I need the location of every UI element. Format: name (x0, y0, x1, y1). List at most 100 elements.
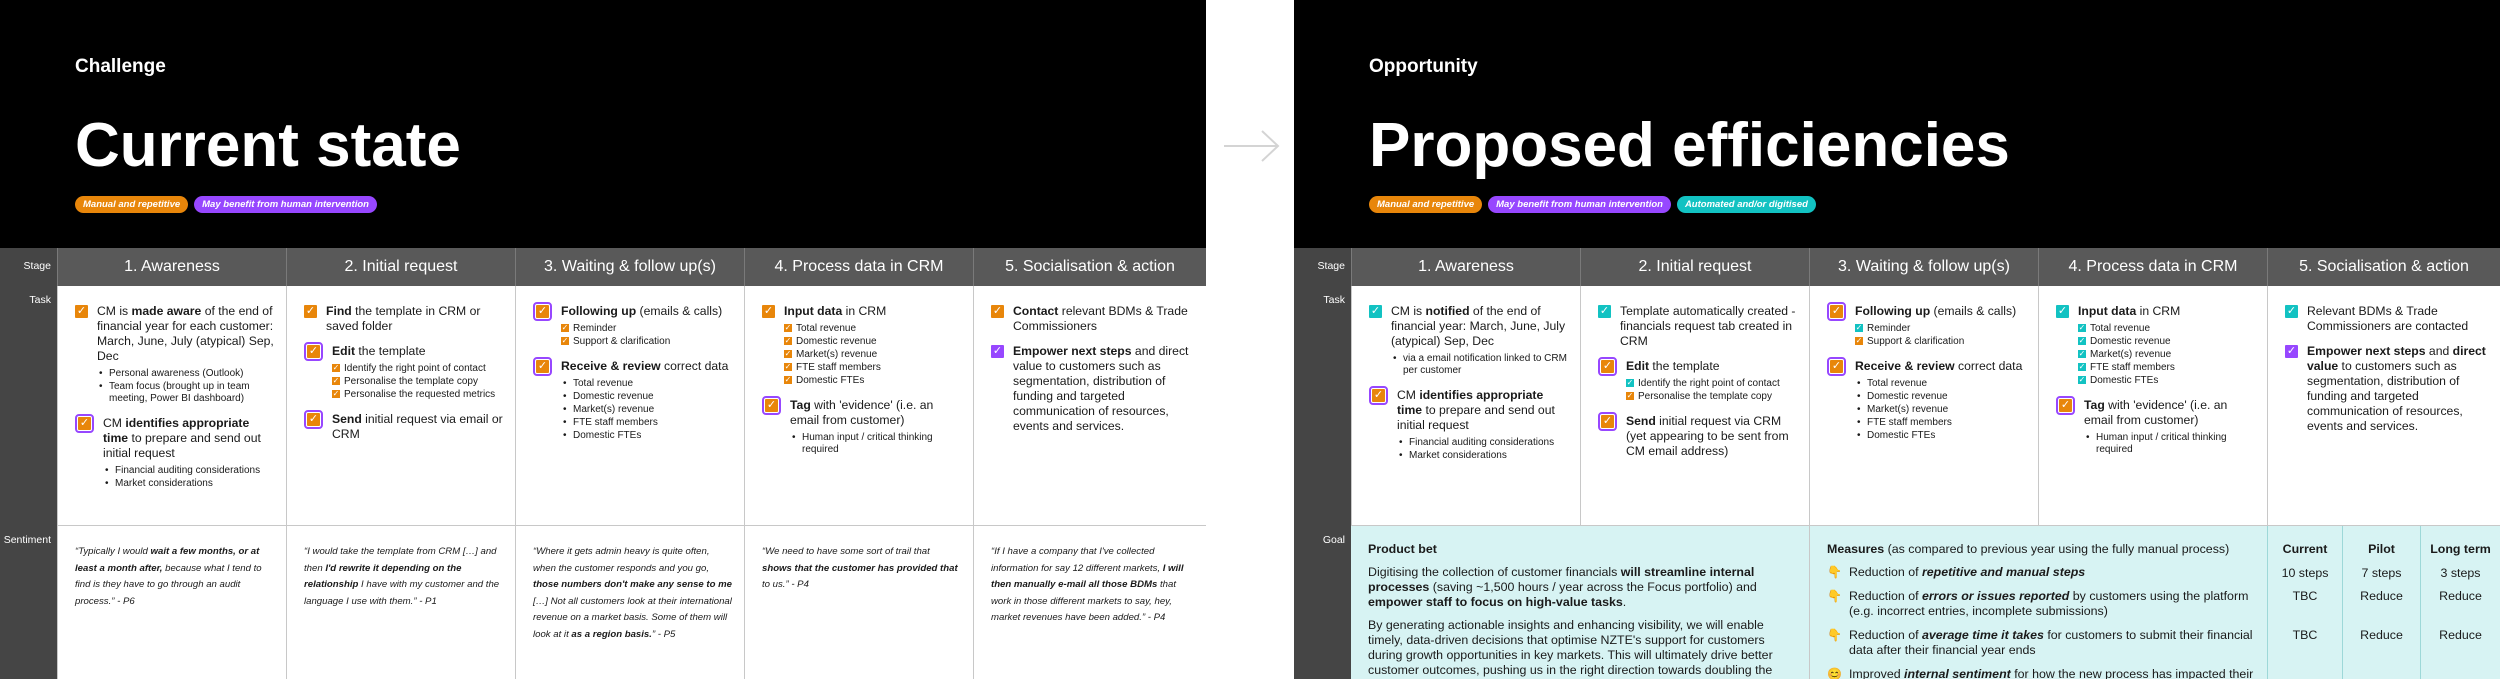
task-item: ✓CM identifies appropriate time to prepa… (75, 414, 276, 491)
check-icon: ✓ (1601, 415, 1614, 428)
task-cell: ✓CM is notified of the end of financial … (1351, 286, 1580, 526)
tag-automated: Automated and/or digitised (1676, 196, 1816, 213)
stage-header: 4. Process data in CRM (2038, 248, 2267, 286)
task-cell: ✓Following up (emails & calls) ReminderS… (515, 286, 744, 526)
task-item: ✓Edit the template Identify the right po… (1598, 357, 1799, 404)
task-item: ✓Input data in CRM Total revenueDomestic… (2056, 304, 2257, 388)
stage-header: 3. Waiting & follow up(s) (515, 248, 744, 286)
task-item: ✓Send initial request via CRM (yet appea… (1598, 412, 1799, 459)
stage-header: 2. Initial request (1580, 248, 1809, 286)
task-item: ✓CM is notified of the end of financial … (1369, 304, 1570, 378)
long-term-column: Long term 3 steps Reduce Reduce (2420, 526, 2500, 679)
smile-icon: 😊 (1827, 667, 1842, 679)
proposed-efficiencies-panel: Opportunity Proposed efficiencies Manual… (1294, 0, 2500, 679)
stage-header: 3. Waiting & follow up(s) (1809, 248, 2038, 286)
hero-banner: Challenge Current state Manual and repet… (0, 0, 1206, 248)
product-bet-title: Product bet (1368, 542, 1437, 556)
stage-header: 2. Initial request (286, 248, 515, 286)
current-column: Current 10 steps TBC TBC (2267, 526, 2342, 679)
row-label-task: Task (1294, 286, 1351, 526)
task-item: ✓Receive & review correct data Total rev… (1827, 357, 2028, 443)
sentiment-quote: “Typically I would wait a few months, or… (57, 526, 286, 679)
task-cell: ✓CM is made aware of the end of financia… (57, 286, 286, 526)
measures-list: Measures (as compared to previous year u… (1810, 526, 2267, 679)
row-label-stage: Stage (0, 248, 57, 286)
sentiment-quote: “Where it gets admin heavy is quite ofte… (515, 526, 744, 679)
task-cell: ✓Following up (emails & calls) Reminder … (1809, 286, 2038, 526)
sentiment-quote: “We need to have some sort of trail that… (744, 526, 973, 679)
row-label-stage: Stage (1294, 248, 1351, 286)
row-label-sentiment: Sentiment (0, 526, 57, 679)
check-icon: ✓ (1598, 305, 1611, 318)
tag-manual: Manual and repetitive (75, 196, 189, 213)
row-label-task: Task (0, 286, 57, 526)
eyebrow-label: Opportunity (1369, 56, 1478, 77)
legend-tags: Manual and repetitive May benefit from h… (1369, 196, 1816, 213)
task-item: ✓Template automatically created - financ… (1598, 304, 1796, 348)
current-state-panel: Challenge Current state Manual and repet… (0, 0, 1206, 679)
task-item: ✓Contact relevant BDMs & Trade Commissio… (991, 304, 1188, 333)
task-cell: ✓Input data in CRM Total revenueDomestic… (2038, 286, 2267, 526)
check-icon: ✓ (75, 305, 88, 318)
product-bet-statement: Digitising the collection of customer fi… (1368, 565, 1757, 609)
task-cell: ✓Find the template in CRM or saved folde… (286, 286, 515, 526)
task-item: ✓Find the template in CRM or saved folde… (304, 304, 481, 333)
check-icon: ✓ (536, 360, 549, 373)
page-title: Current state (75, 111, 461, 180)
check-icon: ✓ (307, 413, 320, 426)
arrow-right-icon (1224, 130, 1280, 162)
hero-banner: Opportunity Proposed efficiencies Manual… (1294, 0, 2500, 248)
task-cell: ✓Contact relevant BDMs & Trade Commissio… (973, 286, 1206, 526)
stage-header: 1. Awareness (1351, 248, 1580, 286)
check-icon: ✓ (1372, 389, 1385, 402)
product-bet: Product bet Digitising the collection of… (1351, 526, 1809, 679)
check-icon: ✓ (765, 399, 778, 412)
check-icon: ✓ (536, 305, 549, 318)
measure-row: 👇Reduction of errors or issues reported … (1827, 589, 2249, 618)
task-item: ✓Tag with 'evidence' (i.e. an email from… (2056, 396, 2257, 457)
row-label-goal: Goal (1294, 526, 1351, 679)
stage-header: 5. Socialisation & action (2267, 248, 2500, 286)
check-icon: ✓ (1830, 360, 1843, 373)
tag-human: May benefit from human intervention (1488, 196, 1671, 213)
stage-header: 1. Awareness (57, 248, 286, 286)
measure-row: 👇Reduction of average time it takes for … (1827, 628, 2253, 657)
task-item: ✓Relevant BDMs & Trade Commissioners are… (2285, 304, 2469, 333)
measure-row: 👇Reduction of repetitive and manual step… (1827, 565, 2086, 579)
journey-grid: Stage 1. Awareness 2. Initial request 3.… (1294, 248, 2500, 679)
sentiment-quote: “If I have a company that I've collected… (973, 526, 1206, 679)
check-icon: ✓ (304, 305, 317, 318)
check-icon: ✓ (2056, 305, 2069, 318)
task-cell: ✓Input data in CRM Total revenueDomestic… (744, 286, 973, 526)
task-item: ✓Following up (emails & calls) ReminderS… (533, 302, 734, 349)
check-icon: ✓ (1830, 305, 1843, 318)
task-item: ✓Receive & review correct data Total rev… (533, 357, 734, 443)
tag-human: May benefit from human intervention (194, 196, 377, 213)
task-item: ✓CM is made aware of the end of financia… (75, 304, 276, 406)
measure-row: 😊Improved internal sentiment for how the… (1827, 667, 2255, 679)
check-icon: ✓ (307, 345, 320, 358)
check-icon: ✓ (991, 305, 1004, 318)
check-icon: ✓ (2285, 305, 2298, 318)
journey-grid: Stage 1. Awareness 2. Initial request 3.… (0, 248, 1206, 679)
tag-manual: Manual and repetitive (1369, 196, 1483, 213)
point-right-icon: 👇 (1827, 628, 1842, 642)
task-item: ✓CM identifies appropriate time to prepa… (1369, 386, 1570, 463)
task-item: ✓Input data in CRM Total revenueDomestic… (762, 304, 963, 388)
check-icon: ✓ (1601, 360, 1614, 373)
eyebrow-label: Challenge (75, 56, 166, 77)
measures-table: Measures (as compared to previous year u… (1809, 526, 2500, 679)
task-item: ✓Empower next steps and direct value to … (991, 344, 1189, 433)
task-item: ✓Tag with 'evidence' (i.e. an email from… (762, 396, 963, 457)
check-icon: ✓ (762, 305, 775, 318)
task-item: ✓Empower next steps and direct value to … (2285, 344, 2486, 433)
check-icon: ✓ (2059, 399, 2072, 412)
task-item: ✓Edit the template Identify the right po… (304, 342, 505, 402)
task-item: ✓Following up (emails & calls) Reminder … (1827, 302, 2028, 349)
page-title: Proposed efficiencies (1369, 111, 2010, 180)
legend-tags: Manual and repetitive May benefit from h… (75, 196, 377, 213)
task-cell: ✓Template automatically created - financ… (1580, 286, 1809, 526)
product-bet-description: By generating actionable insights and en… (1368, 618, 1773, 679)
pilot-column: Pilot 7 steps Reduce Reduce (2342, 526, 2420, 679)
point-right-icon: 👇 (1827, 589, 1842, 603)
